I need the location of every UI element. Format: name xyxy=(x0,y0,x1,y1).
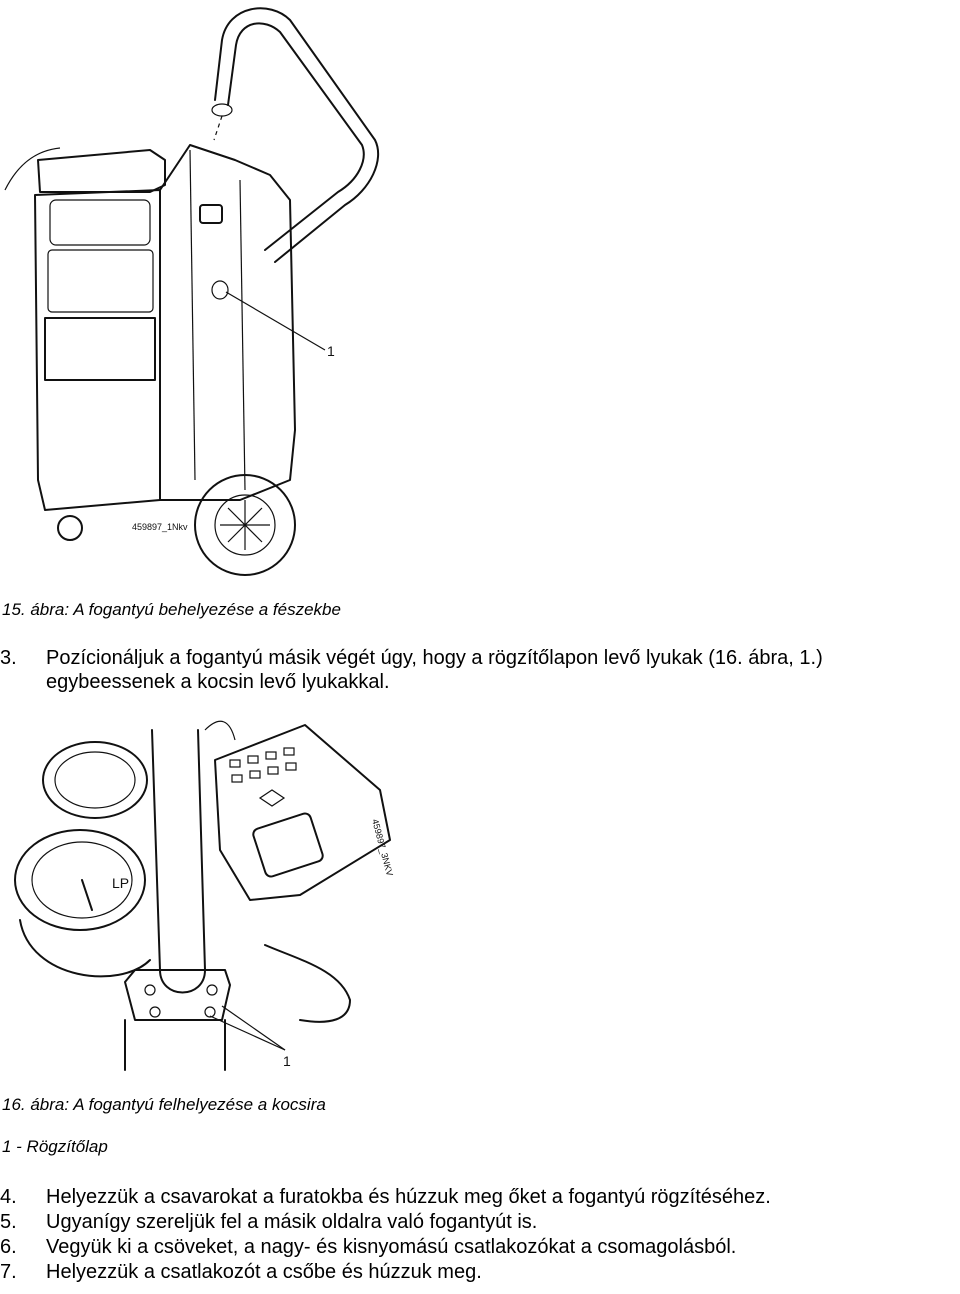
plate-hole xyxy=(144,984,156,996)
step-4: 4. Helyezzük a csavarokat a furatokba és … xyxy=(0,1185,771,1209)
handle-tube xyxy=(151,729,206,994)
gauge-housing xyxy=(19,919,151,978)
mounting-plate xyxy=(124,969,231,1021)
gauge-hp-face xyxy=(54,751,136,809)
gauge-lp-face xyxy=(31,841,133,919)
step-number: 3. xyxy=(0,647,17,669)
wheel-hub xyxy=(214,494,276,556)
insert-guide xyxy=(213,115,223,141)
gauge-needle xyxy=(81,879,93,911)
lower-panel xyxy=(44,317,156,381)
gauge-lp xyxy=(14,829,146,931)
cart-front-panel xyxy=(34,189,161,511)
step-text: Vegyük ki a csöveket, a nagy- és kisnyom… xyxy=(46,1236,737,1258)
drawing-code: 459897_1Nkv xyxy=(132,522,188,532)
keypad xyxy=(229,747,297,807)
top-panel xyxy=(37,149,166,193)
step-7: 7. Helyezzük a csatlakozót a csőbe és húz… xyxy=(0,1260,482,1284)
middle-panel xyxy=(47,249,154,313)
gauge-label: LP xyxy=(112,875,129,891)
plate-hole xyxy=(204,1006,216,1018)
handle-socket xyxy=(199,204,223,224)
handle-tube-inner xyxy=(227,22,365,251)
callout-number: 1 xyxy=(327,343,335,359)
gauge-hp xyxy=(42,741,148,819)
display-screen xyxy=(252,812,324,878)
side-rib xyxy=(239,179,246,491)
step-number: 7. xyxy=(0,1261,17,1283)
socket-hole xyxy=(211,280,229,300)
handle-bend xyxy=(204,720,236,741)
cart-side-panel xyxy=(264,944,351,1023)
side-edge xyxy=(189,149,196,481)
figure-16-caption: 16. ábra: A fogantyú felhelyezése a kocs… xyxy=(2,1095,326,1114)
rear-wheel xyxy=(194,474,296,576)
figure-15-caption: 15. ábra: A fogantyú behelyezése a fésze… xyxy=(2,600,341,619)
callout-leader xyxy=(221,1005,286,1051)
step-text: Helyezzük a csavarokat a furatokba és hú… xyxy=(46,1186,771,1208)
mount-illustration: LP 459897_3NKV 1 xyxy=(14,720,395,1071)
wheel-spokes xyxy=(220,500,270,550)
step-number: 5. xyxy=(0,1211,17,1233)
cable-line xyxy=(4,147,61,191)
plate-hole xyxy=(206,984,218,996)
step-5: 5. Ugyanígy szereljük fel a másik oldalra… xyxy=(0,1210,537,1234)
plate-hole xyxy=(149,1006,161,1018)
callout-number: 1 xyxy=(283,1053,291,1069)
callout-leader xyxy=(209,1015,286,1051)
step-number: 6. xyxy=(0,1236,17,1258)
cart-illustration: 1 459897_1Nkv xyxy=(4,7,380,576)
handle-tube-outer xyxy=(214,7,380,263)
front-castor xyxy=(57,515,83,541)
drawing-code: 459897_3NKV xyxy=(370,818,395,877)
step-text: Helyezzük a csatlakozót a csőbe és húzzu… xyxy=(46,1261,482,1283)
step-3: 3. Pozícionáljuk a fogantyú másik végét ú… xyxy=(0,646,823,670)
callout-leader xyxy=(225,291,326,351)
figure-16-legend: 1 - Rögzítőlap xyxy=(2,1137,108,1156)
step-text: Ugyanígy szereljük fel a másik oldalra v… xyxy=(46,1211,538,1233)
figure-16-mount-drawing: LP 459897_3NKV 1 xyxy=(0,720,420,1090)
cart-side-body xyxy=(159,144,296,501)
handle-end xyxy=(211,103,233,117)
upper-panel xyxy=(49,199,151,246)
step-6: 6. Vegyük ki a csöveket, a nagy- és kisny… xyxy=(0,1235,736,1259)
step-text: Pozícionáljuk a fogantyú másik végét úgy… xyxy=(46,647,823,669)
control-panel xyxy=(214,724,391,901)
step-3-continuation: egybeessenek a kocsin levő lyukakkal. xyxy=(46,671,390,693)
step-number: 4. xyxy=(0,1186,17,1208)
cart-body-edges xyxy=(124,1019,226,1071)
figure-15-cart-drawing: 1 459897_1Nkv xyxy=(0,0,420,580)
